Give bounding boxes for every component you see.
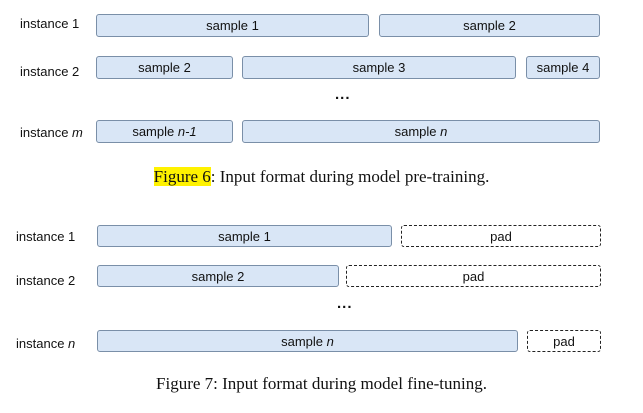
instance-label-text: instance: [20, 16, 69, 31]
sample-3-bar: sample 3: [242, 56, 516, 79]
instance-1-label: instance 1: [16, 229, 75, 245]
figure-6-caption: Figure 6: Input format during model pre-…: [0, 166, 643, 188]
instance-2-label: instance 2: [16, 273, 75, 289]
instance-label-index: n: [68, 336, 76, 351]
pad-text: pad: [553, 333, 575, 349]
ellipsis: ...: [335, 86, 351, 103]
sample-2-text: sample 2: [463, 18, 516, 33]
instance-1-label: instance 1: [20, 16, 79, 32]
sample-2-bar: sample 2: [96, 56, 233, 79]
instance-m-label: instance m: [20, 125, 83, 141]
instance-2-label: instance 2: [20, 64, 79, 80]
sample-prefix: sample: [132, 124, 178, 139]
sample-index: n: [440, 124, 448, 139]
instance-label-text: instance: [16, 336, 65, 351]
instance-label-text: instance: [20, 64, 69, 79]
instance-label-text: instance: [16, 273, 65, 288]
pad-box: pad: [401, 225, 601, 247]
sample-2-bar: sample 2: [379, 14, 600, 37]
ellipsis: ...: [337, 295, 353, 312]
sample-1-bar: sample 1: [97, 225, 392, 247]
instance-label-index: 2: [72, 64, 80, 79]
sample-n-1-bar: sample n-1: [96, 120, 233, 143]
sample-3-text: sample 3: [352, 60, 406, 75]
sample-n-text: sample n: [281, 334, 334, 349]
figure-6-caption-text: : Input format during model pre-training…: [210, 167, 490, 186]
instance-label-index: 1: [72, 16, 80, 31]
sample-n-bar: sample n: [242, 120, 600, 143]
sample-n-1-text: sample n-1: [132, 124, 196, 139]
sample-2-bar: sample 2: [97, 265, 339, 287]
sample-n-bar: sample n: [97, 330, 518, 352]
sample-prefix: sample: [281, 333, 327, 349]
instance-label-text: instance: [16, 229, 65, 244]
sample-2-text: sample 2: [191, 268, 245, 284]
sample-4-bar: sample 4: [526, 56, 600, 79]
sample-n-text: sample n: [395, 124, 448, 139]
instance-label-index: 1: [68, 229, 76, 244]
instance-label-index: m: [72, 125, 83, 140]
sample-2-text: sample 2: [138, 60, 191, 75]
instance-n-label: instance n: [16, 336, 75, 352]
figure-7-caption: Figure 7: Input format during model fine…: [156, 374, 487, 393]
sample-1-text: sample 1: [206, 18, 259, 33]
sample-1-text: sample 1: [218, 228, 271, 244]
sample-4-text: sample 4: [536, 60, 590, 75]
instance-label-index: 2: [68, 273, 76, 288]
sample-1-bar: sample 1: [96, 14, 369, 37]
pad-text: pad: [490, 228, 512, 244]
pad-box: pad: [346, 265, 601, 287]
instance-label-text: instance: [20, 125, 69, 140]
sample-prefix: sample: [394, 124, 441, 139]
pad-text: pad: [462, 268, 485, 284]
sample-index: n-1: [177, 124, 197, 139]
pad-box: pad: [527, 330, 601, 352]
sample-index: n: [326, 333, 334, 349]
figure-6-ref: Figure 6: [153, 167, 211, 186]
